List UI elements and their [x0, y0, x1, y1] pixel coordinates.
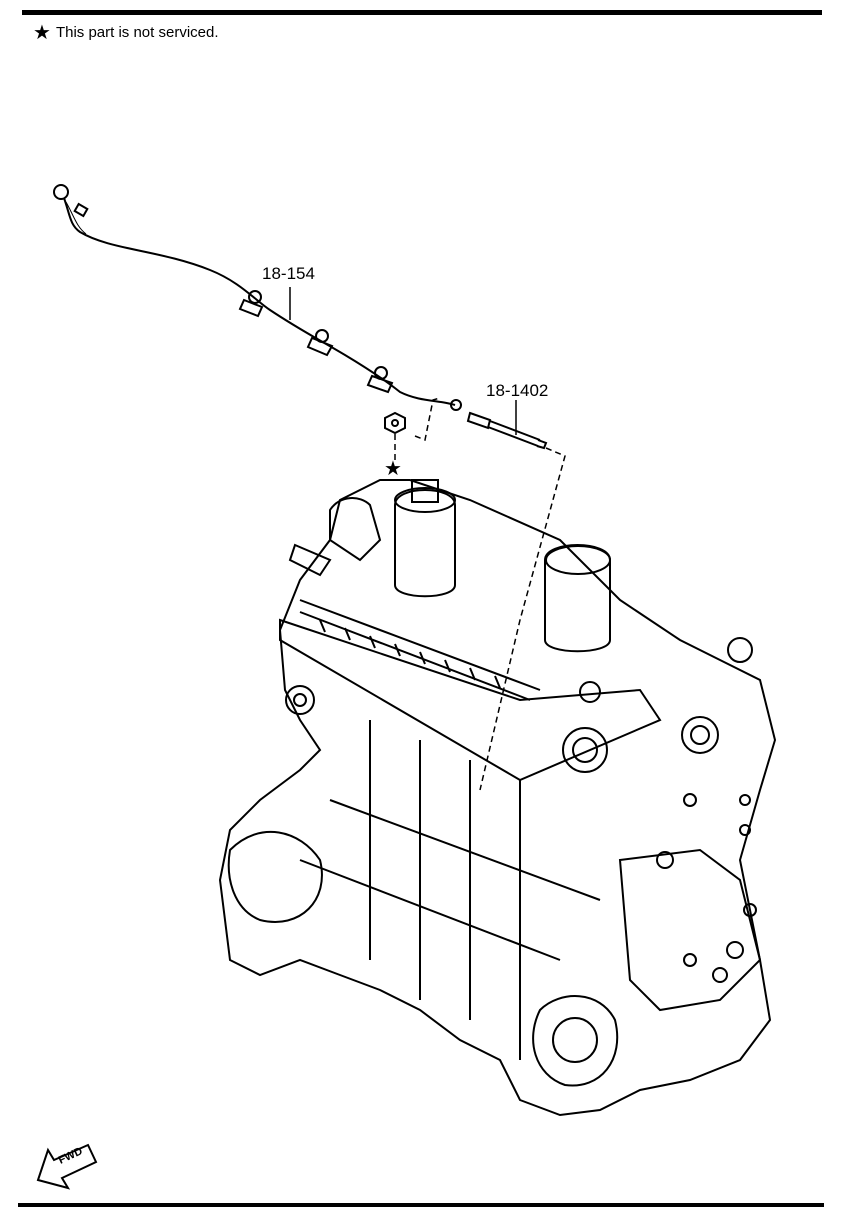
bottom-rule — [18, 1203, 824, 1207]
fwd-arrow-icon — [36, 1143, 98, 1190]
callout-harness: 18-154 — [262, 264, 315, 283]
glow-plug — [466, 411, 548, 450]
engine-block — [218, 479, 777, 1117]
assembly-star-icon: ★ — [384, 458, 402, 480]
service-note-text: This part is not serviced. — [55, 24, 219, 41]
top-rule — [22, 10, 822, 15]
star-icon: ★ — [33, 22, 51, 44]
glow-plug-harness — [53, 184, 462, 411]
callout-glow-plug: 18-1402 — [486, 381, 549, 400]
assembly-lines — [394, 397, 566, 791]
service-note: ★This part is not serviced. — [33, 22, 219, 44]
harness-nut — [384, 411, 406, 435]
